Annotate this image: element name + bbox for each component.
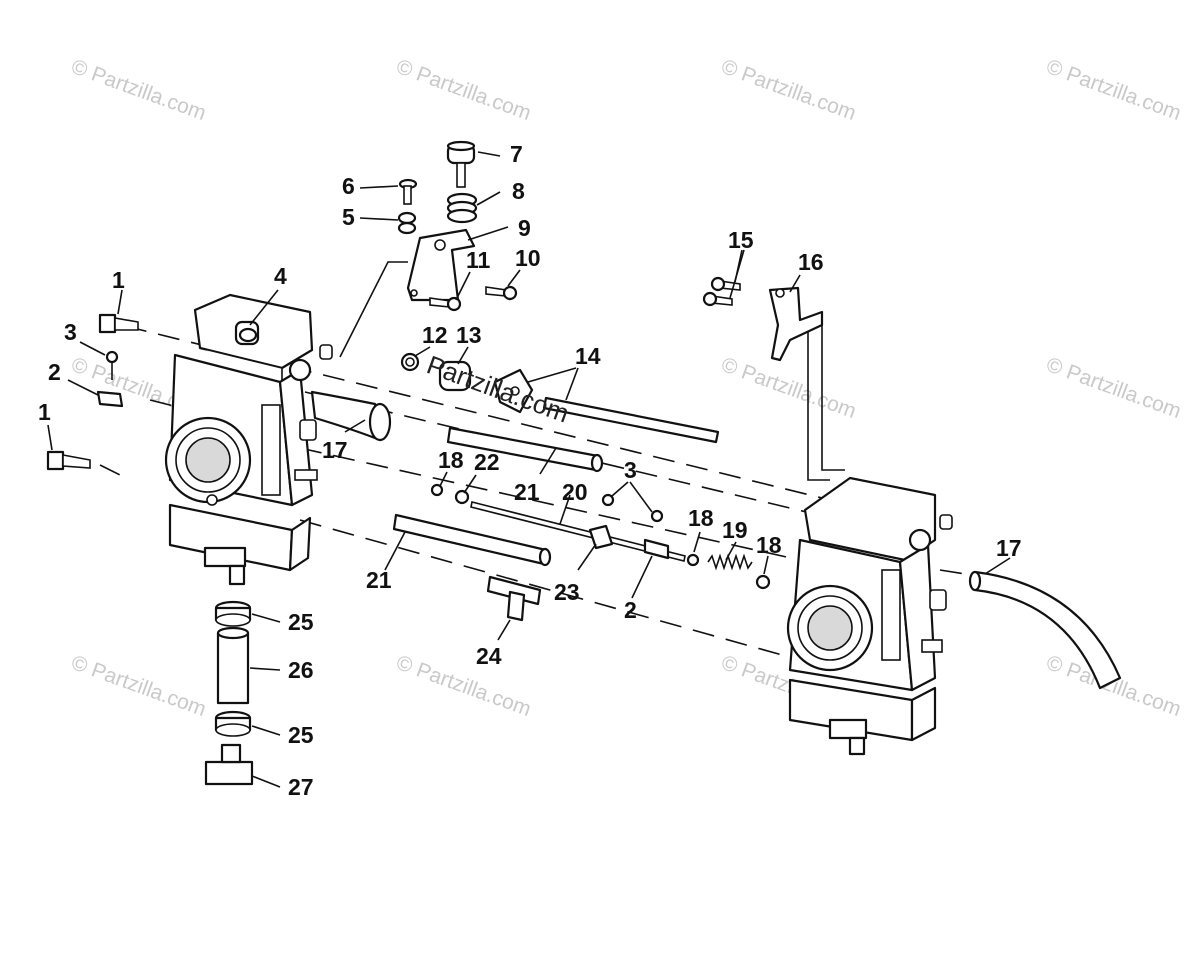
callout-4: 4 <box>274 263 287 289</box>
leader-lines <box>47 151 1011 788</box>
callout-27: 27 <box>288 774 314 800</box>
watermark-text: © Partzilla.com <box>718 55 859 125</box>
callout-18: 18 <box>688 505 714 531</box>
callout-2: 2 <box>48 359 61 385</box>
watermark-text: © Partzilla.com <box>1043 651 1184 721</box>
callout-21: 21 <box>514 479 540 505</box>
callout-11: 11 <box>466 247 491 273</box>
callout-25: 25 <box>288 722 314 748</box>
watermark-text: © Partzilla.com <box>1043 55 1184 125</box>
callout-18: 18 <box>438 447 464 473</box>
watermark-text: © Partzilla.com <box>393 55 534 125</box>
watermark-text: © Partzilla.com <box>718 353 859 423</box>
callout-17: 17 <box>996 535 1022 561</box>
callout-26: 26 <box>288 657 314 683</box>
callout-19: 19 <box>722 517 748 543</box>
callout-24: 24 <box>476 643 502 669</box>
watermark-text: © Partzilla.com <box>68 55 209 125</box>
callout-3: 3 <box>624 457 637 483</box>
callout-8: 8 <box>512 178 525 204</box>
callout-21: 21 <box>366 567 392 593</box>
right-carburetor <box>786 476 953 756</box>
callout-labels: 1 3 2 1 4 6 5 7 8 9 10 11 12 13 14 17 18… <box>38 141 1022 800</box>
callout-23: 23 <box>554 579 580 605</box>
callout-18: 18 <box>756 532 782 558</box>
callout-16: 16 <box>798 249 824 275</box>
hardware-parts <box>46 140 1122 786</box>
callout-9: 9 <box>518 215 531 241</box>
callout-2: 2 <box>624 597 637 623</box>
callout-5: 5 <box>342 204 355 230</box>
watermark-text: © Partzilla.com <box>68 651 209 721</box>
callout-10: 10 <box>515 245 541 271</box>
callout-25: 25 <box>288 609 314 635</box>
callout-20: 20 <box>562 479 588 505</box>
left-carburetor <box>164 293 333 586</box>
callout-1: 1 <box>38 399 51 425</box>
callout-1: 1 <box>112 267 125 293</box>
watermark-text: © Partzilla.com <box>393 651 534 721</box>
callout-13: 13 <box>456 322 482 348</box>
callout-17: 17 <box>322 437 348 463</box>
callout-22: 22 <box>474 449 500 475</box>
callout-15: 15 <box>728 227 754 253</box>
watermark-text: © Partzilla.com <box>1043 353 1184 423</box>
callout-7: 7 <box>510 141 523 167</box>
callout-3: 3 <box>64 319 77 345</box>
callout-14: 14 <box>575 343 601 369</box>
callout-6: 6 <box>342 173 355 199</box>
callout-12: 12 <box>422 322 448 348</box>
